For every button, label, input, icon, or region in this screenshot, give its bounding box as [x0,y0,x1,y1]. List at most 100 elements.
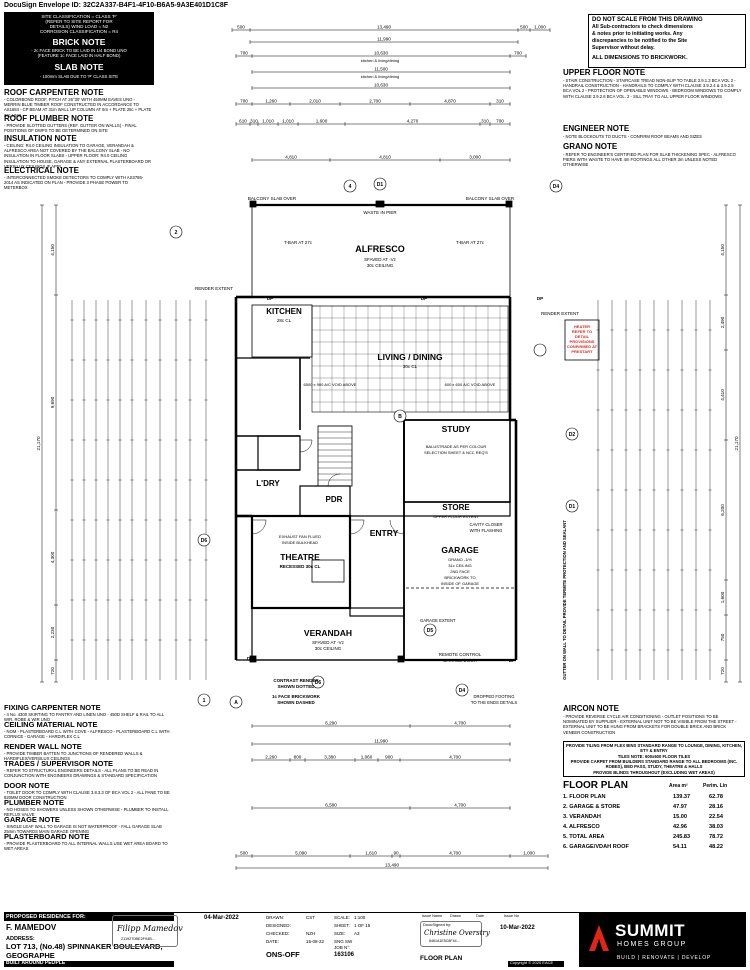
room-study-sub: SELECTION SHEET & NCC REQ'S [424,450,488,455]
note-body: - INTERCONNECTED SMOKE DETECTORS TO COMP… [4,175,144,191]
box-line: Supervisor without delay. [592,45,655,51]
contrast-render-label: CONTRAST RENDER [273,678,319,683]
grid-marker-label: A [234,700,238,706]
note-body: - PROVIDE SLOTTED GUTTERS (REF. GUTTER O… [4,123,137,134]
face-brickwork-label: 1c FACE BRICKWORK [272,694,321,699]
room-store: STORE [442,503,470,512]
room-alfresco-sub: 30c CEILING [367,263,394,268]
dim-bottom-a-value: 4,700 [454,721,466,726]
grid-marker-label: 4 [349,184,352,190]
grid-marker [197,693,211,707]
note-title: ROOF PLUMBER NOTE [4,114,94,123]
dim-bottom-e-value: 1,610 [365,851,377,856]
room-study: STUDY [442,424,471,434]
dim-top-row4-value: 11,500 [374,67,388,72]
grid-marker [455,683,469,697]
dim-bottom-d-value: 6,580 [325,803,337,808]
note-title: TRADES / SUPERVISOR NOTE [4,759,114,768]
dim-bottom-b-value: 11,990 [374,739,388,744]
dim-right-parts-value: 4,410 [720,389,725,401]
dim-top-row7-value: 4,270 [407,119,419,124]
verandah-pier [397,655,405,663]
dim-bottom-c-value: 1,060 [361,755,373,760]
note-body: - 4 No. 4300 SKIRTING TO PANTRY AND LINE… [4,712,164,723]
note-body: - COLORBOND ROOF, PITCH AT 26°30' WITH 4… [4,97,152,118]
room-theatre-sub: RECESSED 30c CL [280,564,321,569]
signature-box-2: DocuSigned by: Christine Overstry 8461A1… [420,921,490,947]
note-body: - PROVIDE TIMBER BATTEN TO JUNCTIONS OF … [4,751,143,762]
dim-bottom-c-value: 4,700 [449,755,461,760]
floor-plan-area-table: FLOOR PLAN Area m² Perim. Lin 1. FLOOR P… [563,780,743,856]
drawing-fields: DRAWN: CST DESIGNED: CHECKED: NZH DATE: … [266,913,436,961]
downpipe-label: DP [247,656,253,661]
dim-bottom-e-value: 5,090 [295,851,307,856]
heater-note: CONFIRMED AT [567,344,598,349]
fp-row-perim: 22.54 [709,814,723,820]
grid-marker [197,533,211,547]
grid-marker [549,179,563,193]
dropped-footing-label: TO THE ENDS DETAILS [471,700,518,705]
cavity-closer-label: WITH FLASHING [470,528,503,533]
grid-marker-label: D1 [377,182,384,188]
dim-top-row7-value: 1,010 [262,119,274,124]
note-title: CEILING MATERIAL NOTE [4,720,98,729]
dim-left-parts-value: 2,230 [50,626,55,638]
tile-line: PROVIDE TILING FROM FLEX BINS STANDARD R… [566,743,742,754]
laundry-room [257,435,301,471]
heater-note: HEATER [574,324,590,329]
signature-box-1: DocuSigned by: Filipp Mamedov 2119270BE2… [112,915,183,947]
ac-void-label: 6500 x 900 A/C VOID ABOVE [304,382,357,387]
job-value: 163106 [334,952,355,958]
grid-marker-label: D6 [201,538,208,544]
brick-note-line: - 2c FACE BRICK TO BE LAID IN 1/4 BOND U… [31,48,127,53]
heater-note-box [564,319,600,361]
address-line: GEOGRAPHE [6,951,55,960]
fp-row-perim: 38.03 [709,824,723,830]
grid-marker [393,409,407,423]
downpipe-label: DP [267,296,273,301]
dim-bottom-c-value: 2,260 [265,755,277,760]
tile-line: TILES NOTE: 600x600 FLOOR TILES [617,754,691,759]
fp-row-label: 5. TOTAL AREA [563,834,605,840]
dim-top-row3-sub: kitchen & living/dining [361,58,399,63]
dim-right-parts-value: 720 [720,667,725,675]
dropped-footing-label: DROPPED FOOTING [474,694,515,699]
note-title: ROOF CARPENTER NOTE [4,88,104,97]
room-alfresco: ALFRESCO [355,244,405,254]
site-class-line: CORROSION CLASSIFICATION = R4 [39,29,119,34]
fp-row-area: 15.00 [673,814,687,820]
dim-top-row8-value: 4,810 [285,155,297,160]
grid-marker [423,623,437,637]
dim-bottom-e-value: 1,000 [523,851,535,856]
room-laundry: L'DRY [256,479,280,488]
size-value: A3 [354,931,360,936]
room-kitchen-sub: 28c CL [277,318,292,323]
box-line: ALL DIMENSIONS TO BRICKWORK. [592,55,688,61]
grid-marker-label: D4 [553,184,560,190]
note-title: GRANO NOTE [563,142,618,151]
title-block: PROPOSED RESIDENCE FOR: F. MAMEDOV ADDRE… [4,912,746,967]
dim-top-row3-value: 700 [240,51,248,56]
note-title: ELECTRICAL NOTE [4,166,79,175]
verandah-pier [249,655,257,663]
fp-row-label: 4. ALFRESCO [563,824,600,830]
fp-row-area: 245.83 [673,834,691,840]
waste-label: WASTE IN PIER [363,210,397,215]
contrast-render-label: SHOWN DOTTED [278,684,316,689]
size-label: SIZE: [334,931,346,936]
left-notes: ROOF CARPENTER NOTE - COLORBOND ROOF, PI… [4,88,152,190]
fp-row-area: 42.96 [673,824,687,830]
room-pdr: PDR [326,495,343,504]
dim-right-overall-value: 21,170 [734,436,739,450]
downpipe-label: DP [537,296,543,301]
fp-row-area: 54.11 [673,844,687,850]
revision-header: Date [476,914,485,918]
grid-marker-label: D6 [315,680,322,686]
room-verandah-sub: SFAVED AT -Vz [312,640,345,645]
dim-bottom-overall-value: 13,490 [385,863,399,868]
door-swing [327,473,341,487]
room-garage-sub: INSIDE OF GARAGE [441,581,480,586]
room-garage-sub: 2ND FACE [450,569,470,574]
perim-col-header: Perim. Lin [703,783,728,789]
note-body: - NOM - PLASTERBOARD C.L WITH COVE - ALF… [4,729,170,740]
